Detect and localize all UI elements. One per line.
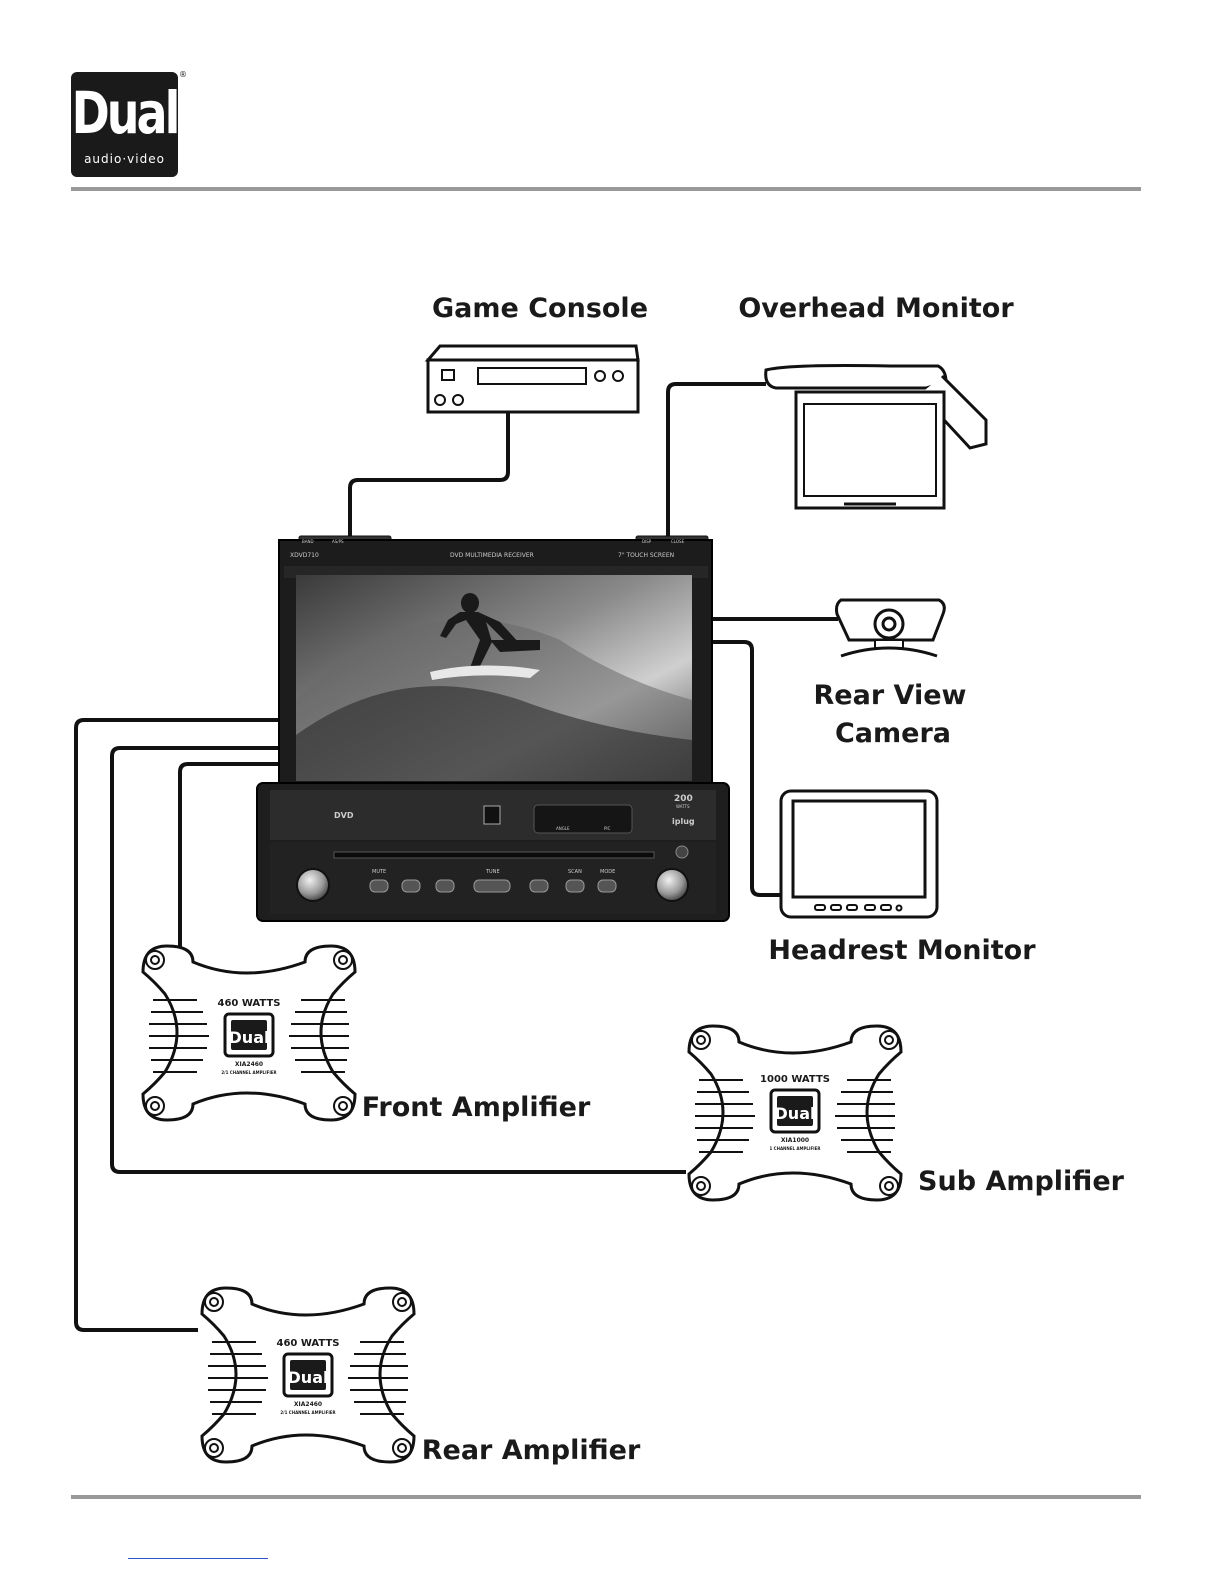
logo-registered: ® bbox=[179, 70, 187, 79]
pic-label: PIC bbox=[604, 826, 611, 831]
mute-label: MUTE bbox=[372, 869, 386, 875]
control-buttons bbox=[369, 879, 617, 893]
sub-amp-watts: 1000 WATTS bbox=[760, 1074, 830, 1085]
sub-amp-desc: 1 CHANNEL AMPLIFIER bbox=[769, 1146, 820, 1151]
cables bbox=[74, 382, 838, 1332]
cable-sub-amplifier bbox=[110, 746, 686, 1174]
mute-button[interactable] bbox=[369, 879, 389, 893]
watts-number: 200 bbox=[674, 794, 693, 804]
mode-button[interactable] bbox=[597, 879, 617, 893]
cable-front-amplifier bbox=[178, 762, 280, 952]
watts-unit: WATTS bbox=[676, 804, 690, 809]
screen-size-label: 7" TOUCH SCREEN bbox=[618, 552, 674, 559]
receiver-title: DVD MULTIMEDIA RECEIVER bbox=[450, 552, 534, 559]
label-sub-amplifier: Sub Amplifier bbox=[918, 1166, 1125, 1197]
sub-amplifier-device: Dual 1000 WATTS XIA1000 1 CHANNEL AMPLIF… bbox=[687, 1024, 903, 1202]
label-overhead-monitor: Overhead Monitor bbox=[738, 293, 1014, 324]
cd-slot bbox=[333, 851, 655, 859]
front-amp-model: XIA2460 bbox=[235, 1061, 263, 1068]
rear-amp-model: XIA2460 bbox=[294, 1401, 322, 1408]
dvd-logo-text: DVD bbox=[334, 811, 354, 820]
front-amp-brand: Dual bbox=[229, 1028, 270, 1047]
cable-overhead-monitor bbox=[666, 382, 766, 545]
disc-slot bbox=[477, 367, 587, 385]
cable-headrest-monitor bbox=[712, 640, 783, 897]
label-front-amplifier: Front Amplifier bbox=[362, 1092, 591, 1123]
next-button[interactable] bbox=[435, 879, 455, 893]
asps-button-label: AS/PS bbox=[332, 539, 344, 544]
footer-link-underline bbox=[128, 1558, 268, 1559]
mode-label: MODE bbox=[600, 869, 615, 875]
game-console-device bbox=[424, 344, 640, 414]
rear-amp-desc: 2/1 CHANNEL AMPLIFIER bbox=[280, 1410, 335, 1415]
dual-logo: Dual audio·video ® bbox=[71, 70, 187, 177]
front-amp-desc: 2/1 CHANNEL AMPLIFIER bbox=[221, 1070, 276, 1075]
rear-view-camera-device bbox=[835, 598, 946, 658]
selector-knob[interactable] bbox=[655, 868, 689, 902]
surfer-figure bbox=[430, 593, 540, 680]
header-rule bbox=[71, 187, 1141, 191]
tune-rocker[interactable] bbox=[473, 879, 511, 893]
footer-rule bbox=[71, 1495, 1141, 1499]
headrest-monitor-device bbox=[779, 789, 939, 919]
cable-game-console bbox=[348, 412, 510, 545]
logo-word: Dual bbox=[71, 79, 181, 147]
rear-amp-watts: 460 WATTS bbox=[277, 1338, 340, 1349]
tune-label: TUNE bbox=[485, 869, 500, 875]
scan-label: SCAN bbox=[568, 869, 582, 875]
iplug-label: iplug bbox=[672, 817, 695, 826]
label-headrest-monitor: Headrest Monitor bbox=[768, 935, 1036, 966]
rear-amplifier-device: Dual 460 WATTS XIA2460 2/1 CHANNEL AMPLI… bbox=[200, 1286, 416, 1464]
disp-button-label: DISP bbox=[642, 539, 652, 544]
sub-amp-model: XIA1000 bbox=[781, 1137, 809, 1144]
prev-button[interactable] bbox=[401, 879, 421, 893]
front-amp-watts: 460 WATTS bbox=[218, 998, 281, 1009]
stop-button[interactable] bbox=[529, 879, 549, 893]
eject-icon bbox=[441, 369, 455, 381]
angle-label: ANGLE bbox=[556, 826, 570, 831]
cable-rear-amplifier bbox=[74, 718, 280, 1332]
label-game-console: Game Console bbox=[432, 293, 648, 324]
model-label: XDVD710 bbox=[290, 552, 319, 559]
volume-knob[interactable] bbox=[296, 868, 330, 902]
scan-button[interactable] bbox=[565, 879, 585, 893]
head-unit: XDVD710 DVD MULTIMEDIA RECEIVER 7" TOUCH… bbox=[256, 535, 730, 922]
label-rear-amplifier: Rear Amplifier bbox=[422, 1435, 641, 1466]
label-rear-view-camera-line2: Camera bbox=[835, 718, 951, 749]
close-button-label: CLOSE bbox=[671, 539, 685, 544]
overhead-monitor-device bbox=[764, 364, 988, 510]
rear-amp-brand: Dual bbox=[288, 1368, 329, 1387]
band-button-label: BAND bbox=[302, 539, 314, 544]
logo-subtitle: audio·video bbox=[84, 152, 165, 166]
sub-amp-brand: Dual bbox=[775, 1104, 816, 1123]
label-rear-view-camera-line1: Rear View bbox=[814, 680, 967, 711]
front-amplifier-device: Dual 460 WATTS XIA2460 2/1 CHANNEL AMPLI… bbox=[141, 944, 357, 1122]
